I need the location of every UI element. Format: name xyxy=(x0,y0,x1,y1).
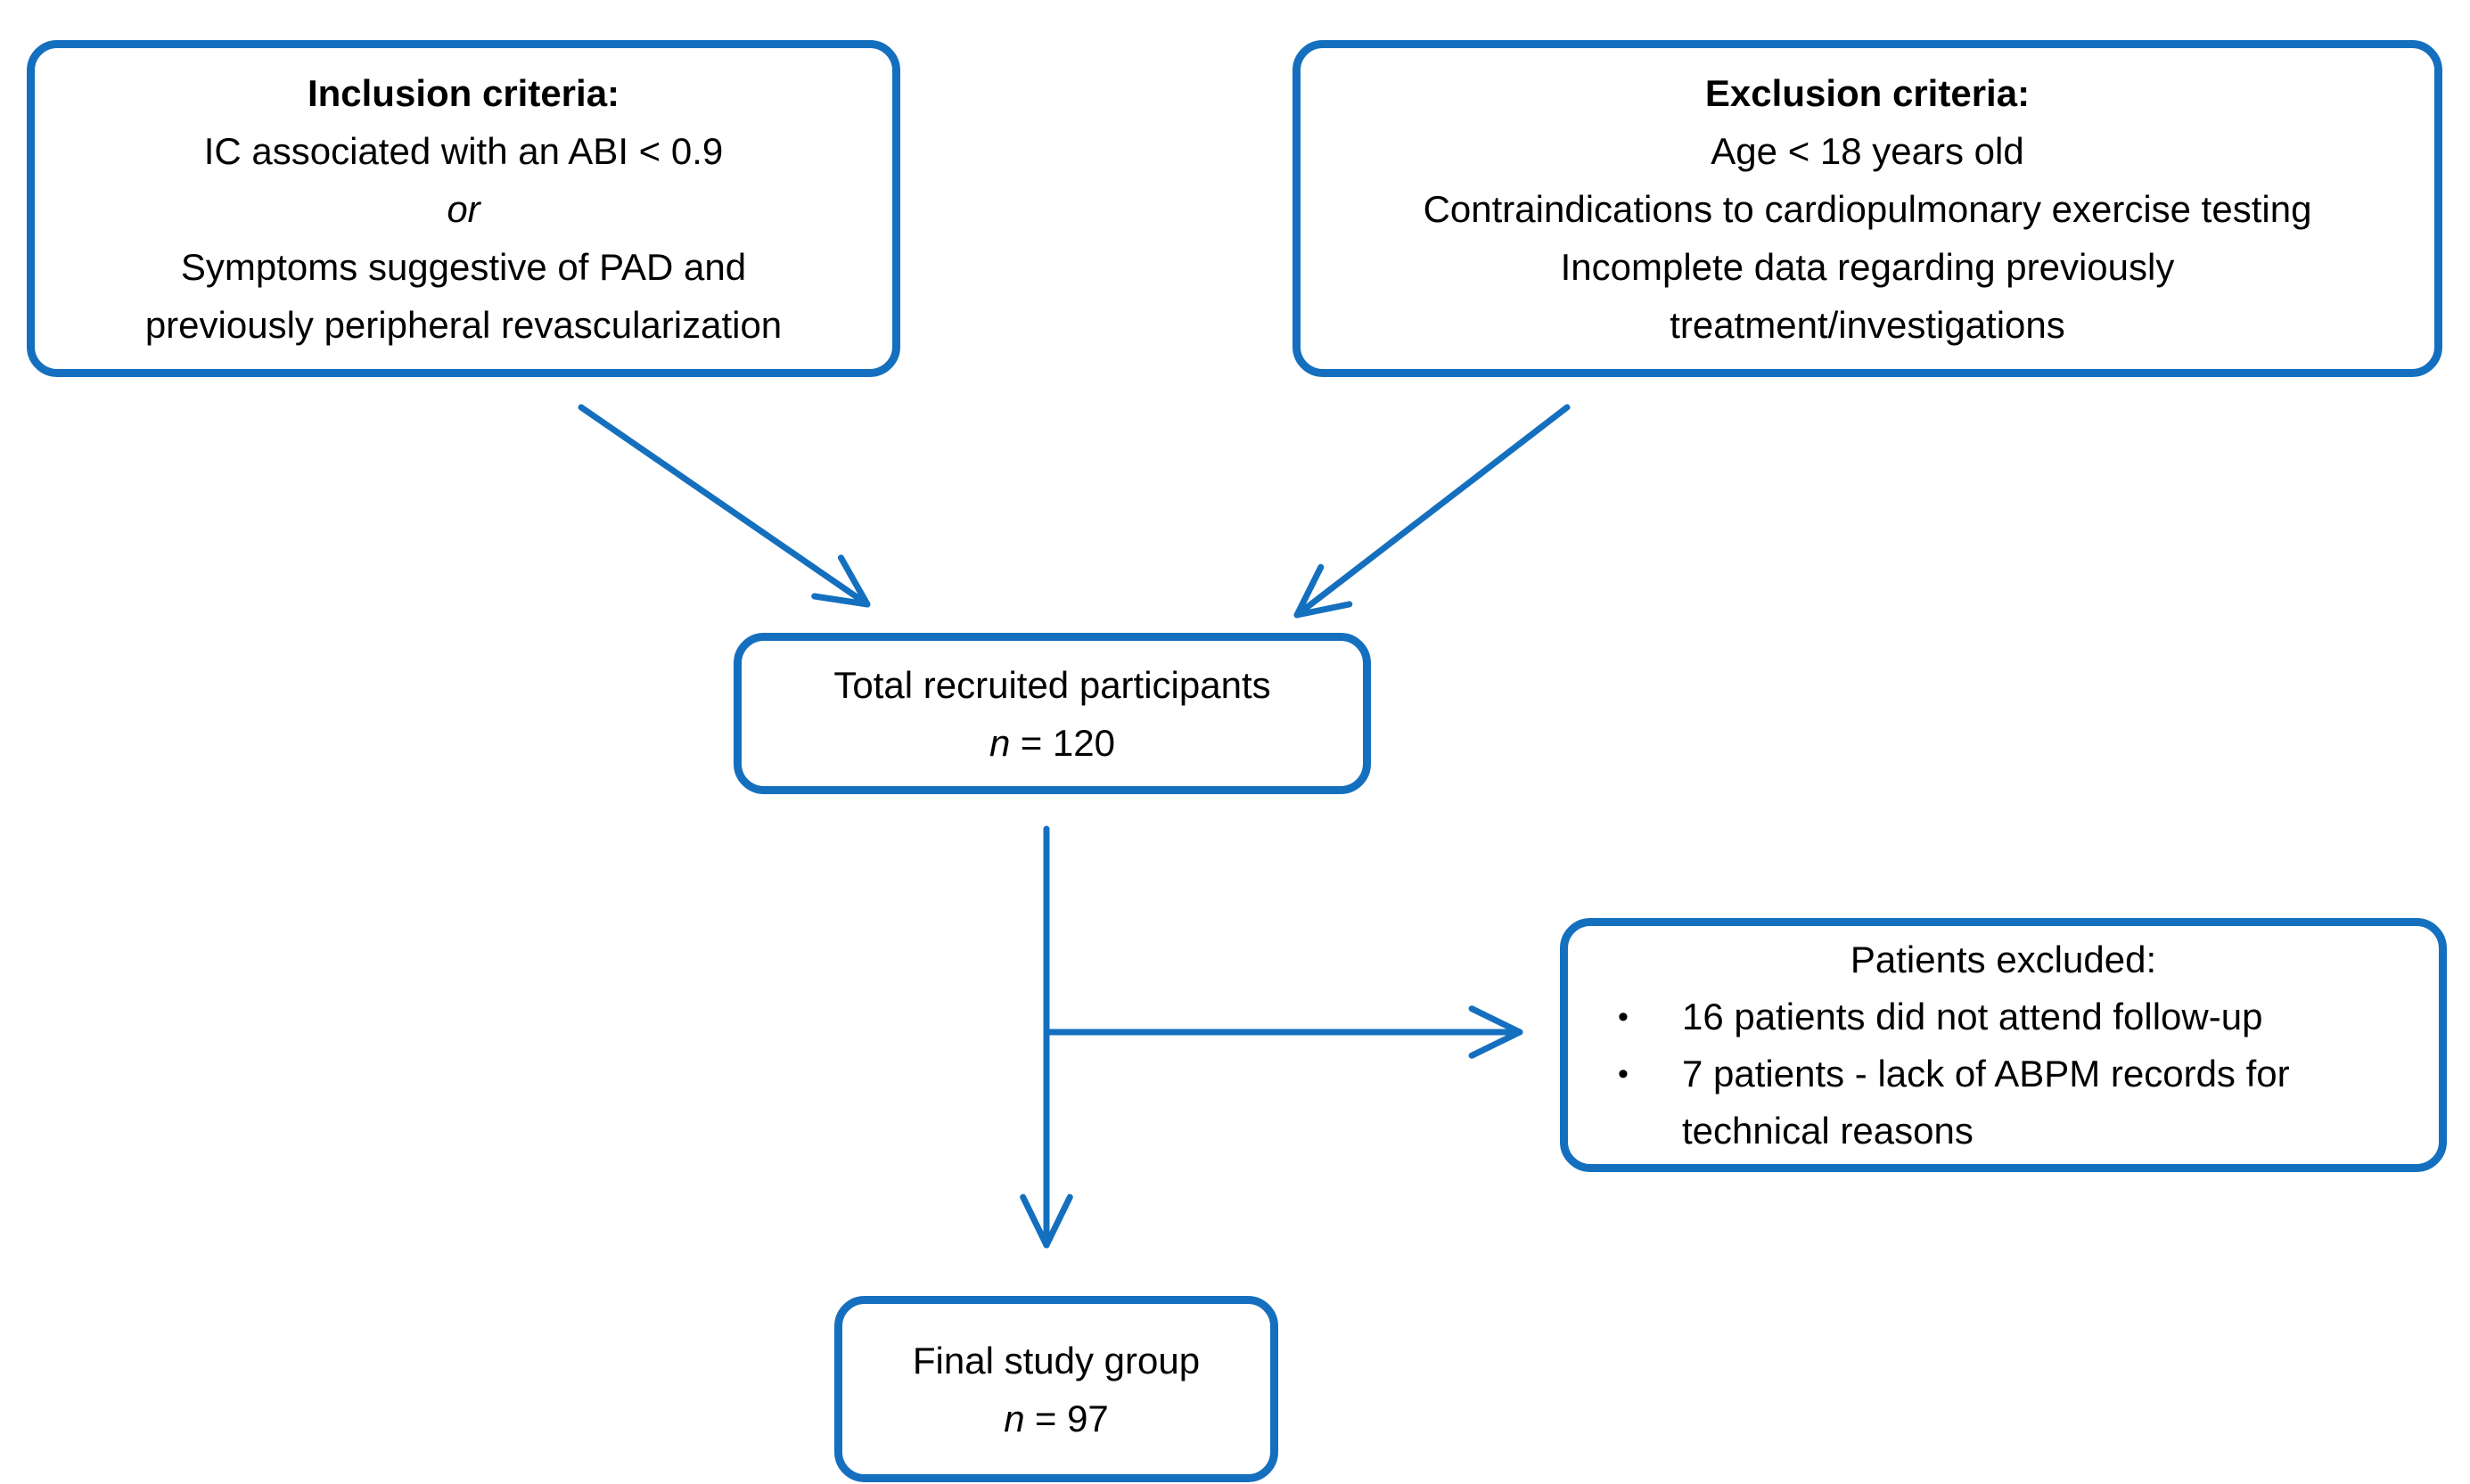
exclusion-line-1: Age < 18 years old xyxy=(1711,129,2024,172)
inclusion-criteria-box: Inclusion criteria: IC associated with a… xyxy=(27,40,900,377)
excluded-bullet-item: • 16 patients did not attend follow-up xyxy=(1568,988,2439,1045)
final-n-value: = 97 xyxy=(1034,1397,1109,1439)
inclusion-or-word: or xyxy=(447,187,480,230)
exclusion-line-2: Contraindications to cardiopulmonary exe… xyxy=(1423,187,2312,230)
exclusion-title: Exclusion criteria: xyxy=(1704,71,2031,114)
total-n-value: = 120 xyxy=(1020,721,1115,764)
inclusion-line-1: IC associated with an ABI < 0.9 xyxy=(203,129,724,172)
excluded-bullet-2: 7 patients - lack of ABPM records for te… xyxy=(1682,1052,2290,1152)
bullet-dot-icon: • xyxy=(1618,999,1629,1034)
total-line: Total recruited participants xyxy=(833,663,1271,706)
final-n-symbol: n xyxy=(1004,1397,1025,1439)
inclusion-line-3: previously peripheral revascularization xyxy=(144,303,783,346)
total-count-line: n= 120 xyxy=(989,714,1115,772)
inclusion-title: Inclusion criteria: xyxy=(307,71,620,114)
arrow-inclusion-to-total xyxy=(578,404,871,608)
excluded-title: Patients excluded: xyxy=(1850,938,2157,980)
exclusion-line-4: treatment/investigations xyxy=(1670,303,2065,346)
final-count-line: n= 97 xyxy=(1004,1390,1109,1447)
arrow-total-to-final xyxy=(1020,825,1073,1249)
patients-excluded-box: Patients excluded: • 16 patients did not… xyxy=(1560,918,2447,1172)
final-line: Final study group xyxy=(912,1339,1201,1382)
total-recruited-box: Total recruited participants n= 120 xyxy=(734,633,1371,794)
inclusion-line-2: Symptoms suggestive of PAD and xyxy=(180,245,747,288)
exclusion-line-3: Incomplete data regarding previously xyxy=(1560,245,2175,288)
bullet-dot-icon: • xyxy=(1618,1056,1629,1091)
arrow-exclusion-to-total xyxy=(1293,404,1571,619)
total-n-symbol: n xyxy=(989,721,1011,764)
excluded-bullet-item: • 7 patients - lack of ABPM records for … xyxy=(1568,1045,2439,1160)
exclusion-criteria-box: Exclusion criteria: Age < 18 years old C… xyxy=(1292,40,2442,377)
final-study-group-box: Final study group n= 97 xyxy=(834,1296,1278,1482)
arrow-total-to-excluded xyxy=(1043,1005,1523,1059)
excluded-bullet-1: 16 patients did not attend follow-up xyxy=(1682,995,2263,1037)
